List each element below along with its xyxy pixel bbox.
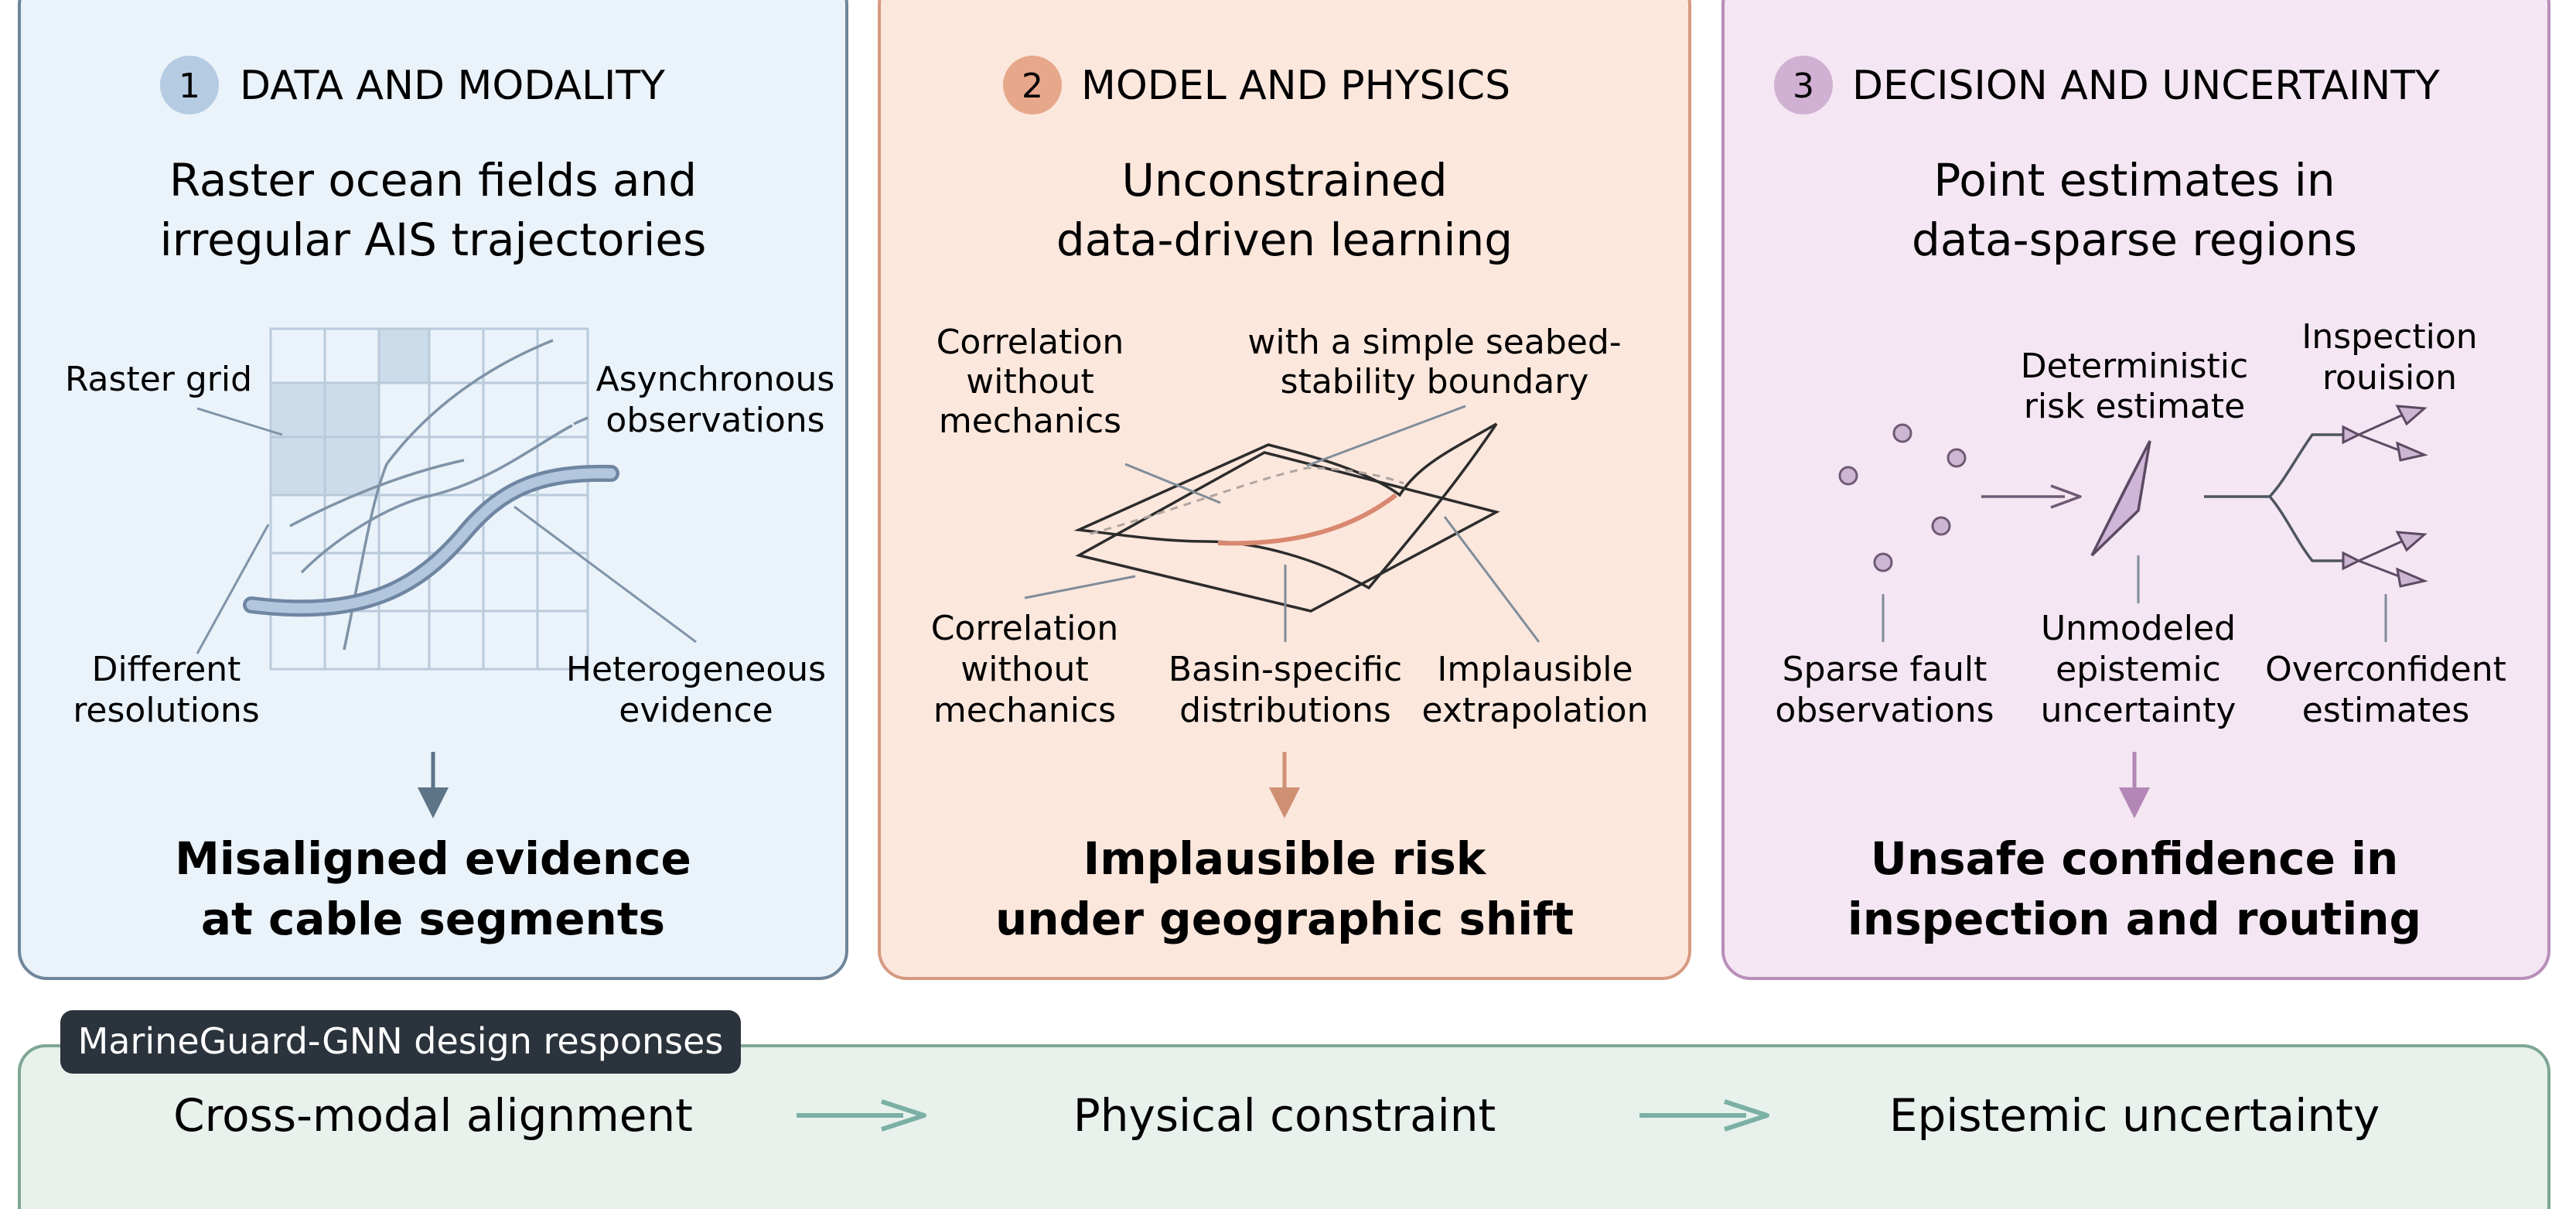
grid-cell-shaded [271, 437, 325, 495]
grid-cell-shaded [271, 383, 325, 437]
label-sparse-line1: Sparse fault [1783, 650, 1987, 689]
label-seabed-line1: with a simple seabed- [1247, 323, 1621, 362]
panel-1-heading: DATA AND MODALITY [240, 63, 665, 109]
panel-1-subtitle-line2: irregular AIS trajectories [160, 213, 707, 266]
observation-dot [1931, 516, 1951, 536]
label-different-resolutions-line2: resolutions [73, 691, 259, 730]
label-correlation-bottom-line3: mechanics [933, 691, 1116, 730]
label-unmodeled-line2: epistemic [2056, 650, 2221, 689]
ais-trajectory-lines [289, 339, 589, 651]
panel-2-outcome-line2: under geographic shift [995, 893, 1574, 945]
grid-cell-shaded [325, 437, 379, 495]
callout-lines [1882, 555, 2387, 642]
design-responses-bar: MarineGuard-GNN design responses Cross-m… [18, 1010, 2550, 1209]
responses-box [18, 1044, 2550, 1209]
observation-dot [1838, 466, 1858, 486]
panel-2-down-arrow [1269, 752, 1300, 818]
label-correlation-bottom-line1: Correlation [931, 609, 1119, 648]
panel-3-outcome-line2: inspection and routing [1848, 893, 2421, 945]
panel-1-number: 1 [179, 67, 200, 106]
label-unmodeled-line1: Unmodeled [2041, 609, 2236, 648]
response-physical-constraint: Physical constraint [1073, 1089, 1496, 1142]
label-inspection-line1: Inspection [2301, 317, 2477, 357]
panel-3-subtitle-line2: data-sparse regions [1912, 213, 2357, 266]
response-cross-modal-alignment: Cross-modal alignment [173, 1089, 693, 1142]
label-correlation-top-line1: Correlation [937, 323, 1124, 362]
panel-2-number: 2 [1022, 67, 1043, 106]
panel-2-subtitle-line1: Unconstrained [1121, 154, 1447, 207]
panel-3-down-arrow [2119, 752, 2150, 818]
label-implausible-line2: extrapolation [1422, 691, 1649, 730]
panel-3-heading: DECISION AND UNCERTAINTY [1852, 63, 2440, 109]
panel-2-outcome-line1: Implausible risk [1083, 832, 1487, 885]
grid-cell-shaded [379, 329, 429, 383]
decision-illustration [1838, 405, 2428, 642]
responses-tag-label: MarineGuard-GNN design responses [78, 1020, 724, 1062]
surface-illustration [1024, 405, 1540, 643]
label-inspection-line2: rouision [2322, 358, 2457, 398]
panel-2-subtitle-line2: data-driven learning [1056, 213, 1513, 266]
panel-1-number-badge [160, 56, 219, 114]
panel-2-number-badge [1003, 56, 1062, 114]
label-heterogeneous-line2: evidence [619, 691, 773, 730]
observation-dot [1892, 423, 1912, 443]
label-heterogeneous-line1: Heterogeneous [566, 650, 826, 689]
label-deterministic-line1: Deterministic [2021, 347, 2248, 386]
label-asynchronous-line1: Asynchronous [596, 360, 835, 399]
panel-2-heading: MODEL AND PHYSICS [1081, 63, 1510, 109]
responses-tag [60, 1010, 741, 1074]
label-different-resolutions-line1: Different [92, 650, 241, 689]
panel-1-box [18, 0, 848, 980]
panel-2-box [878, 0, 1691, 980]
panel-data-and-modality: 1 DATA AND MODALITY Raster ocean fields … [18, 0, 848, 980]
panel-1-down-arrow [418, 752, 449, 818]
response-arrow-2 [1639, 1099, 1769, 1132]
panel-1-outcome-line1: Misaligned evidence [175, 832, 691, 885]
label-basin-line1: Basin-specific [1169, 650, 1402, 689]
label-basin-line2: distributions [1179, 691, 1391, 730]
label-overconfident-line2: estimates [2302, 691, 2470, 730]
label-deterministic-line2: risk estimate [2024, 387, 2245, 426]
upper-surface [1073, 422, 1498, 590]
decision-branches [2204, 433, 2343, 562]
sparse-observation-dots [1838, 423, 1967, 572]
panel-3-number-badge [1774, 56, 1833, 114]
outcome-arrowheads [2342, 405, 2428, 588]
label-correlation-top-line3: mechanics [939, 401, 1121, 441]
label-sparse-line2: observations [1775, 691, 1994, 730]
label-asynchronous-line2: observations [606, 401, 824, 440]
dashed-boundary [1090, 466, 1404, 535]
label-seabed-line2: stability boundary [1281, 362, 1589, 401]
label-unmodeled-line3: uncertainty [2041, 691, 2237, 730]
observation-dot [1873, 552, 1893, 572]
panel-1-subtitle-line1: Raster ocean fields and [169, 154, 697, 207]
panel-1-outcome-line2: at cable segments [201, 893, 665, 945]
lower-plane [1075, 451, 1500, 613]
label-overconfident-line1: Overconfident [2265, 650, 2506, 689]
cable-segment-fill [246, 468, 616, 613]
panel-3-outcome-line1: Unsafe confidence in [1871, 832, 2399, 885]
label-correlation-top-line2: without [966, 362, 1094, 401]
stability-boundary-curve [1217, 493, 1397, 546]
response-arrow-1 [797, 1099, 926, 1132]
panel-model-and-physics: 2 MODEL AND PHYSICS Unconstrained data-d… [878, 0, 1691, 980]
panel-decision-and-uncertainty: 3 DECISION AND UNCERTAINTY Point estimat… [1721, 0, 2550, 980]
grid-cell-shaded [325, 383, 379, 437]
flow-arrow-to-estimate [1981, 484, 2082, 509]
raster-grid-illustration [196, 327, 697, 671]
observation-dot [1947, 448, 1967, 468]
diamond-diagonal [2090, 440, 2151, 556]
callout-lines [196, 407, 697, 654]
callout-lines [1024, 405, 1540, 643]
response-epistemic-uncertainty: Epistemic uncertainty [1889, 1089, 2380, 1142]
label-implausible-line1: Implausible [1437, 650, 1633, 689]
label-raster-grid: Raster grid [65, 360, 252, 399]
panel-3-subtitle-line1: Point estimates in [1933, 154, 2335, 207]
panel-3-number: 3 [1793, 67, 1814, 106]
label-correlation-bottom-line2: without [960, 650, 1088, 689]
